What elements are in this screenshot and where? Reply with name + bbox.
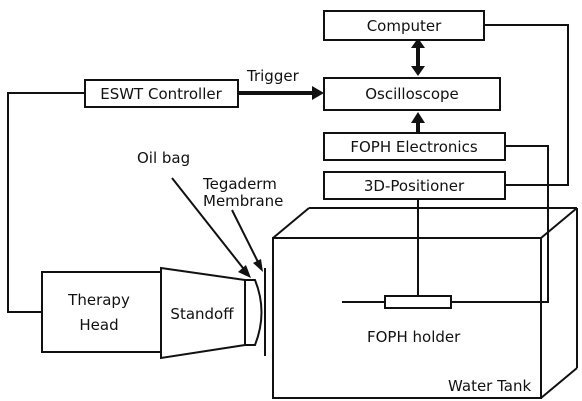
foph-holder-label: FOPH holder: [367, 328, 461, 346]
tegaderm-label-line1: Tegaderm: [202, 175, 277, 193]
foph-electronics-fiber-wire: [451, 145, 549, 303]
oscilloscope-box-frame: [323, 77, 501, 111]
water-tank-edge: [272, 207, 310, 239]
oscilloscope-label: Oscilloscope: [365, 85, 459, 103]
computer-box-frame: [323, 10, 485, 41]
water-tank-edge: [540, 367, 578, 399]
water-tank: Water Tank: [272, 207, 578, 399]
therapy-head-label-line1: Therapy: [67, 291, 130, 309]
water-tank-label: Water Tank: [448, 377, 531, 395]
foph-electronics-box: FOPH Electronics: [323, 132, 506, 161]
oil-bag-pointer-arrow: [171, 177, 251, 278]
standoff-label: Standoff: [170, 305, 234, 323]
therapy-head-frame: [41, 271, 162, 353]
foph-to-oscilloscope-arrow: [411, 112, 425, 133]
trigger-arrow: [238, 86, 324, 100]
eswt-controller-box-frame: [84, 79, 239, 108]
water-tank-edge: [540, 207, 578, 239]
trigger-label: Trigger: [246, 67, 300, 85]
water-tank-front-face: [272, 237, 542, 399]
oil-bag: [244, 279, 263, 346]
controller-therapy-head-wire: [7, 92, 85, 313]
positioner-label: 3D-Positioner: [364, 177, 465, 195]
oil-bag-label: Oil bag: [137, 149, 190, 167]
standoff: Standoff: [160, 266, 246, 360]
computer-positioner-wire: [484, 24, 569, 186]
computer-oscilloscope-double-arrow: [411, 38, 425, 76]
tegaderm-label-line2: Membrane: [203, 192, 283, 210]
computer-box: Computer: [323, 10, 485, 41]
therapy-head: Therapy Head: [41, 271, 162, 353]
eswt-controller-box: ESWT Controller: [84, 79, 239, 108]
eswt-controller-label: ESWT Controller: [100, 85, 222, 103]
positioner-box-frame: [323, 171, 506, 200]
computer-label: Computer: [367, 17, 442, 35]
foph-electronics-box-frame: [323, 132, 506, 161]
positioner-box: 3D-Positioner: [323, 171, 506, 200]
oscilloscope-box: Oscilloscope: [323, 77, 501, 111]
therapy-head-label-line2: Head: [79, 316, 118, 334]
tegaderm-pointer-arrow: [231, 209, 263, 272]
foph-electronics-label: FOPH Electronics: [350, 138, 477, 156]
foph-holder: [384, 295, 452, 309]
